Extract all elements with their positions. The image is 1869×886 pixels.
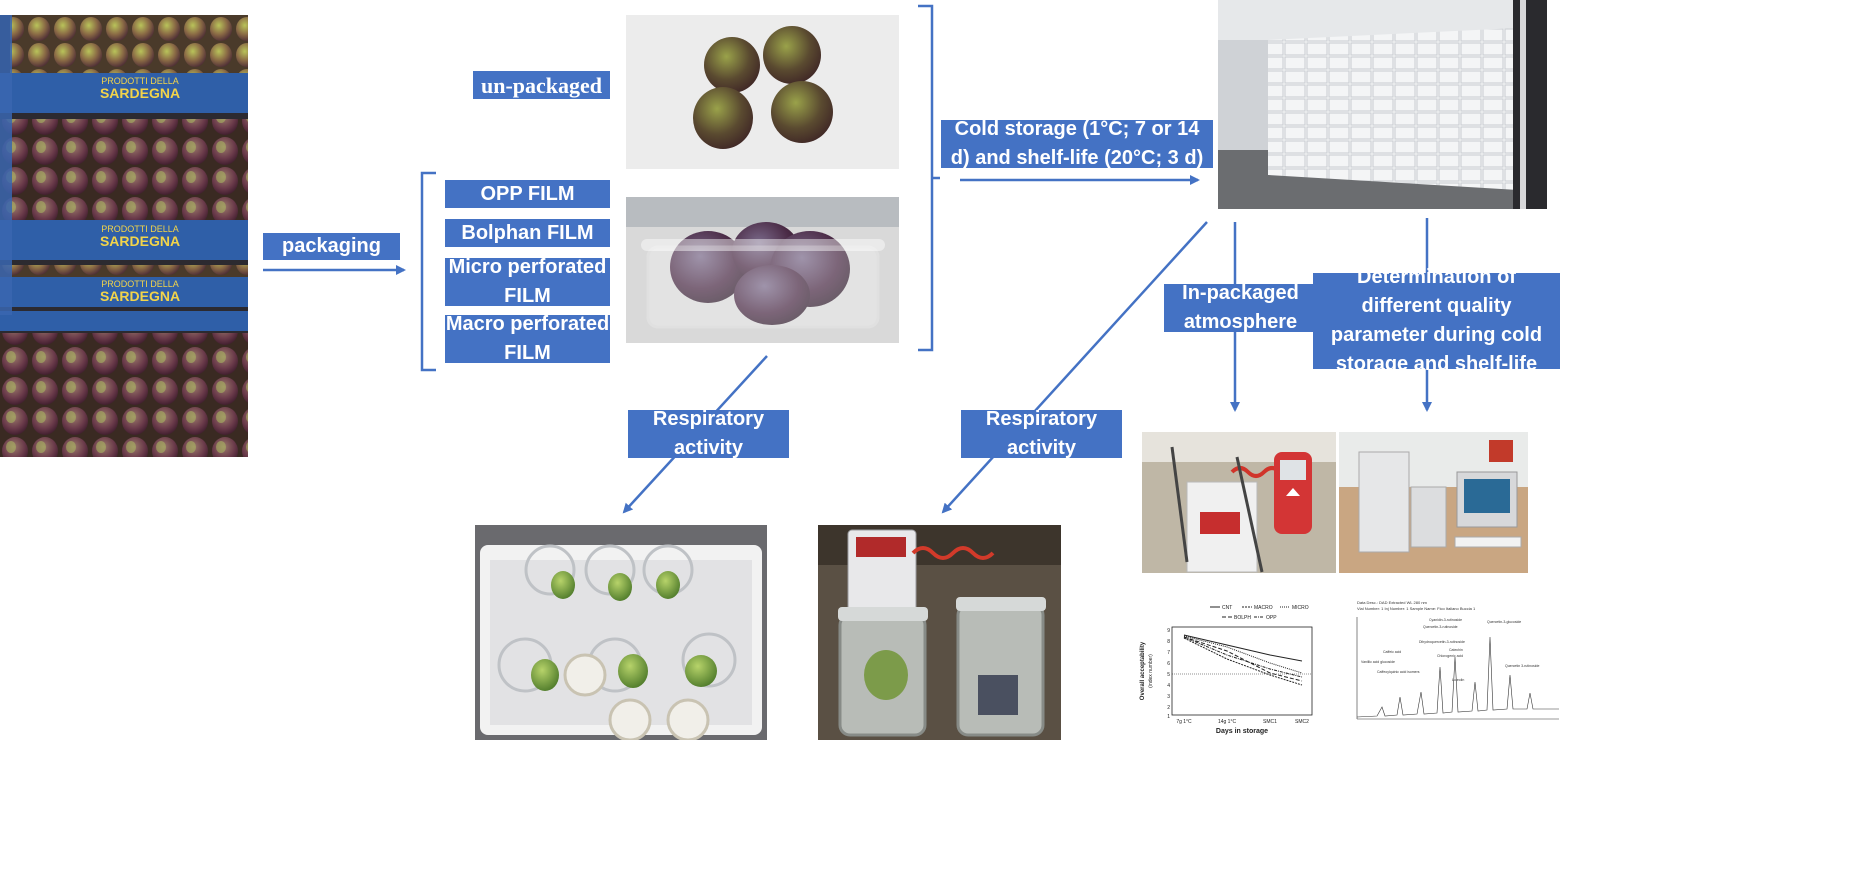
y-tick-1: 1 [1167, 714, 1170, 720]
label-unpackaged: un-packaged [473, 71, 610, 99]
legend-opp: OPP [1266, 615, 1277, 621]
x-tick-2: 14g 1°C [1218, 719, 1237, 725]
peak-label-5: Catechin [1449, 648, 1463, 652]
gas-analyser-photo [1142, 432, 1336, 573]
chromatogram-header-2: Vial Number: 1 Inj Number: 1 Sample Name… [1357, 606, 1476, 611]
peak-label-2: Vanillic acid glucoside [1361, 660, 1395, 664]
y-axis-label: Overall acceptability [1140, 641, 1146, 700]
peak-label-7: Chlorogenic acid [1437, 654, 1463, 658]
label-bolphan-film: Bolphan FILM [445, 219, 610, 247]
peak-label-9: Cyanidin-3-rutinoside [1429, 618, 1462, 622]
label-in-packaged-atmosphere: In-packaged atmosphere [1164, 282, 1317, 333]
peak-label-10: Luteolin [1452, 678, 1464, 682]
y-tick-2: 2 [1167, 705, 1170, 711]
box-brand-2: PRODOTTI DELLA SARDEGNA [99, 224, 181, 249]
peak-label-6: Quercetin-3-rutinoside [1423, 625, 1458, 629]
legend-micro: MICRO [1292, 605, 1309, 611]
y-tick-6: 6 [1167, 661, 1170, 667]
label-cold-storage: Cold storage (1°C; 7 or 14 d) and shelf-… [941, 118, 1213, 169]
respiratory-jars-crate-photo [475, 525, 767, 740]
x-tick-3: SMC1 [1263, 719, 1277, 725]
left-brace [420, 171, 436, 372]
y-tick-3: 3 [1167, 694, 1170, 700]
peak-label-3: Caffeoylquinic acid isomers [1377, 670, 1420, 674]
y-tick-8: 8 [1167, 639, 1170, 645]
packaged-figs-photo [626, 197, 899, 343]
label-macro-film: Macro perforated FILM [445, 313, 610, 364]
chromatogram-header-1: Data Desc.: DAD Extracted WL 280 nm [1357, 600, 1428, 605]
hplc-instrument-photo [1339, 432, 1528, 573]
x-tick-4: SMC2 [1295, 719, 1309, 725]
x-axis-label: Days in storage [1216, 728, 1268, 735]
label-micro-film: Micro perforated FILM [445, 256, 610, 307]
label-packaging: packaging [263, 233, 400, 260]
y-axis-unit: (index number) [1148, 654, 1154, 688]
legend-bolph: BOLPH [1234, 615, 1251, 621]
respiratory-jars-analyser-photo [818, 525, 1061, 740]
arrow-respiratory-right [941, 221, 1208, 514]
box-brand-1: PRODOTTI DELLA SARDEGNA [99, 76, 181, 101]
peak-label-8: Quercetin-3-glucoside [1487, 620, 1521, 624]
x-tick-1: 7g 1°C [1176, 719, 1192, 725]
box-brand-3: PRODOTTI DELLA SARDEGNA [99, 279, 181, 304]
right-brace [918, 4, 940, 352]
cold-storage-photo [1218, 0, 1547, 209]
label-respiratory-left: Respiratory activity [628, 408, 789, 459]
chromatogram-image: Data Desc.: DAD Extracted WL 280 nm Vial… [1337, 597, 1567, 737]
peak-label-1: Caffeic acid [1383, 650, 1401, 654]
y-tick-7: 7 [1167, 650, 1170, 656]
label-quality-determination: Determination of different quality param… [1313, 266, 1560, 375]
peak-label-11: Quercetin 3-rutinoside [1505, 664, 1539, 668]
legend-cnt: CNT [1222, 605, 1232, 611]
unpackaged-figs-photo [626, 15, 899, 169]
y-tick-4: 4 [1167, 683, 1170, 689]
y-tick-9: 9 [1167, 628, 1170, 634]
peak-label-4: Dihydroquercetin-3-rutinoside [1419, 640, 1465, 644]
label-respiratory-right: Respiratory activity [961, 408, 1122, 459]
label-opp-film: OPP FILM [445, 180, 610, 208]
figs-crates-photo: PRODOTTI DELLA SARDEGNA PRODOTTI DELLA S… [0, 15, 248, 457]
y-tick-5: 5 [1167, 672, 1170, 678]
legend-macro: MACRO [1254, 605, 1273, 611]
acceptability-chart: CNT MACRO MICRO BOLPH OPP 9 8 7 6 5 4 3 … [1130, 597, 1328, 737]
